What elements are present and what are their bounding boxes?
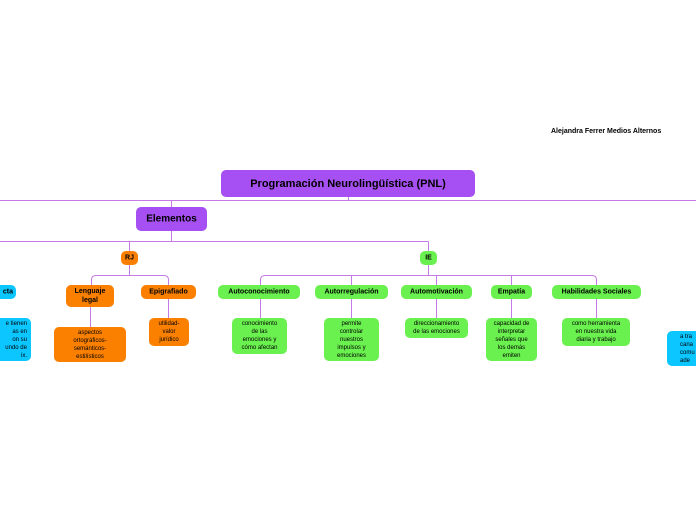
ie-node[interactable]: IE — [420, 251, 437, 265]
autorregulacion-node[interactable]: Autorregulación — [315, 285, 388, 299]
empatia-detail[interactable]: capacidad de interpretar señales que los… — [486, 318, 537, 361]
lenguaje-legal-detail[interactable]: aspectos ortográficos- semánticos- estil… — [54, 327, 126, 362]
rj-label: RJ — [125, 254, 134, 262]
empatia-detail-text: capacidad de interpretar señales que los… — [493, 320, 530, 359]
habilidades-sociales-detail[interactable]: como herramienta en nuestra vida diaria … — [562, 318, 630, 346]
elementos-node[interactable]: Elementos — [136, 207, 207, 231]
epigrafiado-node[interactable]: Epigrafiado — [141, 285, 196, 299]
automotivacion-detail[interactable]: direccionamiento de las emociones — [405, 318, 468, 338]
lenguaje-legal-detail-text: aspectos ortográficos- semánticos- estil… — [73, 329, 107, 360]
autoconocimiento-node[interactable]: Autoconocimiento — [218, 285, 300, 299]
autoconocimiento-detail[interactable]: conocimiento de las emociones y cómo afe… — [232, 318, 287, 354]
habilidades-sociales-node[interactable]: Habilidades Sociales — [552, 285, 641, 299]
autoconocimiento-detail-text: conocimiento de las emociones y cómo afe… — [241, 321, 278, 351]
root-topic-label: Programación Neurolingüística (PNL) — [250, 177, 446, 190]
lenguaje-legal-node[interactable]: Lenguaje legal — [66, 285, 114, 307]
right-partial-detail[interactable]: a tra cana comu ade — [667, 331, 696, 366]
automotivacion-detail-text: direccionamiento de las emociones — [413, 321, 460, 335]
epigrafiado-detail-text: utilidad- valor jurídico — [158, 321, 180, 343]
autorregulacion-label: Autorregulación — [324, 288, 379, 296]
left-partial-node[interactable]: cta — [0, 285, 16, 299]
lenguaje-legal-label: Lenguaje legal — [74, 288, 106, 304]
autoconocimiento-label: Autoconocimiento — [228, 288, 290, 296]
epigrafiado-label: Epigrafiado — [149, 288, 188, 296]
epigrafiado-detail[interactable]: utilidad- valor jurídico — [149, 318, 189, 346]
rj-node[interactable]: RJ — [121, 251, 138, 265]
left-partial-label: cta — [2, 288, 13, 296]
empatia-node[interactable]: Empatía — [491, 285, 532, 299]
connector-rj-bus — [91, 275, 169, 285]
automotivacion-label: Automotivación — [410, 288, 463, 296]
root-topic[interactable]: Programación Neurolingüística (PNL) — [221, 170, 475, 197]
ie-label: IE — [425, 254, 432, 262]
empatia-label: Empatía — [497, 288, 526, 296]
autorregulacion-detail-text: permite controlar nuestros impulsos y em… — [336, 320, 366, 359]
habilidades-sociales-detail-text: como herramienta en nuestra vida diaria … — [571, 321, 621, 343]
author-label: Alejandra Ferrer Medios Alternos — [551, 128, 662, 135]
elementos-label: Elementos — [146, 213, 197, 225]
connector-ie-bus — [260, 275, 597, 285]
automotivacion-node[interactable]: Automotivación — [401, 285, 472, 299]
left-partial-detail[interactable]: e tienen as en on su undo de ix. — [0, 318, 31, 361]
left-partial-detail-text: e tienen as en on su undo de ix. — [5, 320, 27, 359]
autorregulacion-detail[interactable]: permite controlar nuestros impulsos y em… — [324, 318, 379, 361]
habilidades-sociales-label: Habilidades Sociales — [561, 288, 632, 296]
right-partial-detail-text: a tra cana comu ade — [680, 333, 695, 364]
